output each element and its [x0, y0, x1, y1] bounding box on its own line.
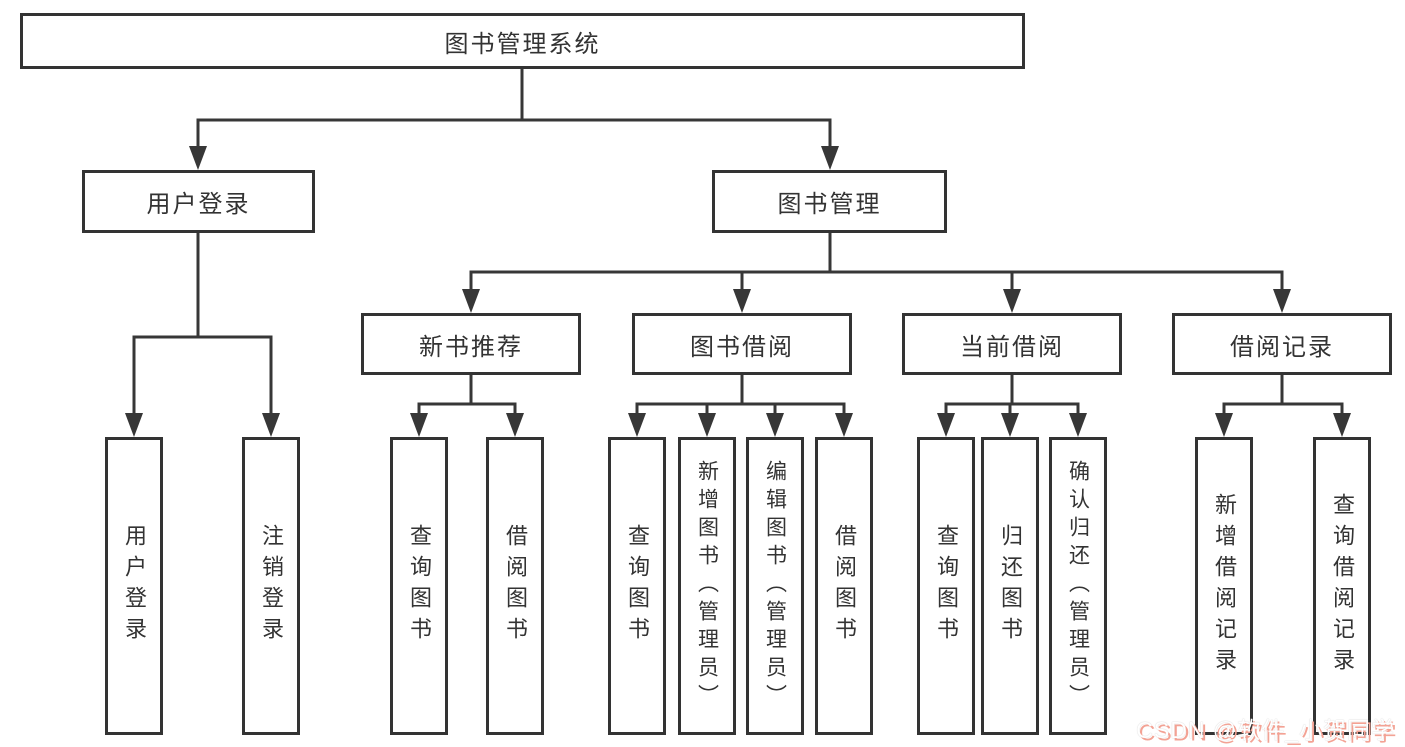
- leaf-user-login: 用户登录: [105, 437, 163, 735]
- node-book-management: 图书管理: [712, 170, 947, 233]
- arrowheads: [125, 146, 1351, 437]
- leaf-record-query-borrow-record: 查询借阅记录: [1313, 437, 1371, 735]
- leaf-borrow-edit-book-admin: 编辑图书（管理员）: [746, 437, 804, 735]
- leaf-borrow-borrow-book: 借阅图书: [815, 437, 873, 735]
- node-user-login: 用户登录: [82, 170, 315, 233]
- node-current-borrow: 当前借阅: [902, 313, 1122, 375]
- leaf-current-query-book: 查询图书: [917, 437, 975, 735]
- node-borrow-record: 借阅记录: [1172, 313, 1392, 375]
- node-new-book-recommend: 新书推荐: [361, 313, 581, 375]
- leaf-record-add-borrow-record: 新增借阅记录: [1195, 437, 1253, 735]
- leaf-logout: 注销登录: [242, 437, 300, 735]
- leaf-borrow-query-book: 查询图书: [608, 437, 666, 735]
- leaf-newbook-query-book: 查询图书: [390, 437, 448, 735]
- leaf-newbook-borrow-book: 借阅图书: [486, 437, 544, 735]
- leaf-borrow-add-book-admin: 新增图书（管理员）: [678, 437, 736, 735]
- leaf-current-return-book: 归还图书: [981, 437, 1039, 735]
- watermark: CSDN @软件_小贺同学: [1136, 717, 1395, 743]
- node-library-management-system: 图书管理系统: [20, 13, 1025, 69]
- node-book-borrow: 图书借阅: [632, 313, 852, 375]
- leaf-current-confirm-return-admin: 确认归还（管理员）: [1049, 437, 1107, 735]
